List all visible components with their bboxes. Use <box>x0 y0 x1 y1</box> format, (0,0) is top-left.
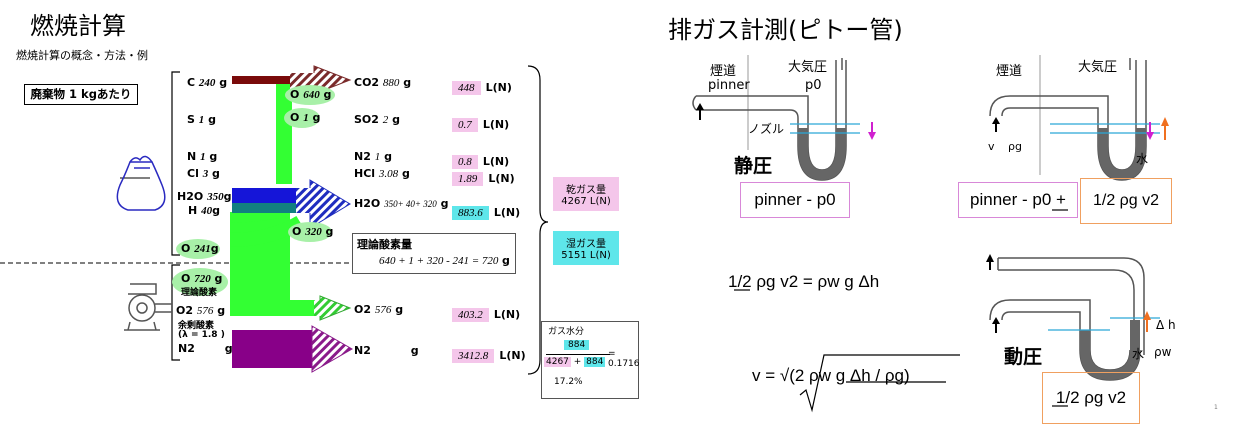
air-n2: N2 g <box>178 342 233 355</box>
vol-co2: 448 L(N) <box>452 76 512 95</box>
combustion-title: 燃焼計算 <box>30 12 126 40</box>
waste-bag-icon <box>116 155 166 211</box>
static-formula-box: pinner - p0 <box>740 182 850 218</box>
n2-flow <box>232 330 316 368</box>
dynamic-manometer-fluid <box>1080 320 1140 380</box>
theoretical-o2-label: 理論酸素量 <box>357 238 412 251</box>
output-n2-air: N2 g <box>354 344 419 357</box>
moisture-result: = 0.1716 <box>608 349 640 369</box>
output-so2: SO2 2 g <box>354 113 400 126</box>
moisture-box: ガス水分 884 4267 + 884 = 0.1716 17.2% <box>541 321 640 399</box>
vol-n2: 0.8 L(N) <box>452 150 509 169</box>
combustion-flow-diagram <box>0 65 549 375</box>
oxygen-h: O 320 g <box>292 225 334 238</box>
output-brace <box>527 65 549 375</box>
vol-o2: 403.2 L(N) <box>452 303 520 322</box>
moisture-label: ガス水分 <box>548 327 585 337</box>
sqrt-symbol <box>799 354 960 413</box>
dynamic-rho-label: ρw <box>1154 345 1172 359</box>
carbon-flow <box>232 76 316 84</box>
air-o-theory-label: 理論酸素 <box>181 288 218 298</box>
output-n2: N2 1 g <box>354 150 392 163</box>
total-manometer-fluid <box>1098 128 1146 180</box>
input-o: O 241g <box>181 242 219 255</box>
theoretical-o2-formula: 640 + 1 + 320 - 241 = 720 g <box>379 254 510 267</box>
pitot-panel: 排ガス計測(ピトー管) <box>640 0 1238 443</box>
h2o-arrow <box>309 179 351 229</box>
total-atm-label: 大気圧 <box>1078 60 1118 75</box>
velocity-equation: v = √(2 ρw g Δh / ρg) <box>752 366 910 385</box>
total-rho-label: ρg <box>1008 140 1022 153</box>
total-flue-label: 煙道 <box>996 64 1023 79</box>
wet-gas-box: 湿ガス量 5151 L(N) <box>553 231 619 265</box>
input-s: S 1 g <box>187 113 216 126</box>
oxygen-c: O 640 g <box>290 88 332 101</box>
static-pressure-label: 静圧 <box>734 155 773 177</box>
input-n: N 1 g <box>187 150 218 163</box>
dry-gas-box: 乾ガス量 4267 L(N) <box>553 177 619 211</box>
theoretical-o2-box: 理論酸素量 640 + 1 + 320 - 241 = 720 g <box>352 233 516 274</box>
air-o2-excess-label: 余剰酸素 <box>178 321 215 331</box>
vol-h2o: 883.6 L(N) <box>452 201 520 220</box>
static-p0-label: p0 <box>805 78 822 93</box>
input-h: H 40g <box>188 204 220 217</box>
o2-excess-flow <box>230 300 320 316</box>
total-formula-b: 1/2 ρg v2 <box>1080 178 1172 224</box>
vol-hcl: 1.89 L(N) <box>452 167 515 186</box>
oxygen-s: O 1 g <box>290 111 321 124</box>
dry-gas-value: 4267 L(N) <box>561 196 611 207</box>
pitot-diagrams <box>692 55 1169 413</box>
output-co2: CO2 880 g <box>354 76 412 89</box>
total-formula-a: pinner - p0 + <box>958 182 1078 218</box>
input-cl: Cl 3 g <box>187 167 220 180</box>
n2-arrow <box>311 325 354 373</box>
bernoulli-equation: 1/2 ρg v2 = ρw g Δh <box>728 272 880 291</box>
h2o-flow <box>232 188 312 204</box>
blower-icon <box>124 283 172 331</box>
moisture-percent: 17.2% <box>554 377 583 387</box>
combustion-subtitle: 燃焼計算の概念・方法・例 <box>16 49 148 62</box>
air-lambda: (λ = 1.8 ) <box>178 330 225 340</box>
wet-gas-value: 5151 L(N) <box>561 250 611 261</box>
dry-gas-label: 乾ガス量 <box>566 185 606 196</box>
waste-bracket <box>171 71 180 256</box>
pitot-title: 排ガス計測(ピトー管) <box>668 16 903 44</box>
o2-flow-vertical <box>276 84 292 184</box>
output-h2o: H2O 350+ 40+ 320 g <box>354 197 449 210</box>
input-c: C 240 g <box>187 76 228 89</box>
dynamic-pressure-label: 動圧 <box>1004 346 1043 368</box>
air-o2-excess: O2 576 g <box>176 304 226 317</box>
output-hcl: HCl 3.08 g <box>354 167 410 180</box>
dynamic-formula-box: 1/2 ρg v2 <box>1042 372 1140 424</box>
moisture-den: 4267 + 884 <box>544 357 606 367</box>
dynamic-dh-label: Δ h <box>1156 318 1176 332</box>
air-o-theory: O 720 g <box>181 272 223 285</box>
total-v-label: v <box>988 140 995 153</box>
wet-gas-label: 湿ガス量 <box>566 239 606 250</box>
dynamic-water-label: 水 <box>1132 347 1145 361</box>
static-pinner-label: pinner <box>708 78 750 93</box>
moisture-num: 884 <box>564 340 590 350</box>
h-flow <box>232 203 312 213</box>
static-flue-label: 煙道 <box>710 64 737 79</box>
nozzle-label: ノズル <box>748 122 785 136</box>
static-atm-label: 大気圧 <box>788 60 828 75</box>
basis-box: 廃棄物 1 kgあたり <box>24 84 138 105</box>
output-o2: O2 576 g <box>354 303 404 316</box>
vol-so2: 0.7 L(N) <box>452 113 509 132</box>
total-water-label: 水 <box>1136 152 1149 166</box>
footnote: 1 <box>1214 404 1218 411</box>
static-manometer-fluid <box>798 128 846 180</box>
input-h2o: H2O 350g <box>177 190 232 203</box>
vol-n2-air: 3412.8 L(N) <box>452 344 526 363</box>
combustion-panel: 燃焼計算 燃焼計算の概念・方法・例 廃棄物 1 kgあたり <box>0 12 640 399</box>
